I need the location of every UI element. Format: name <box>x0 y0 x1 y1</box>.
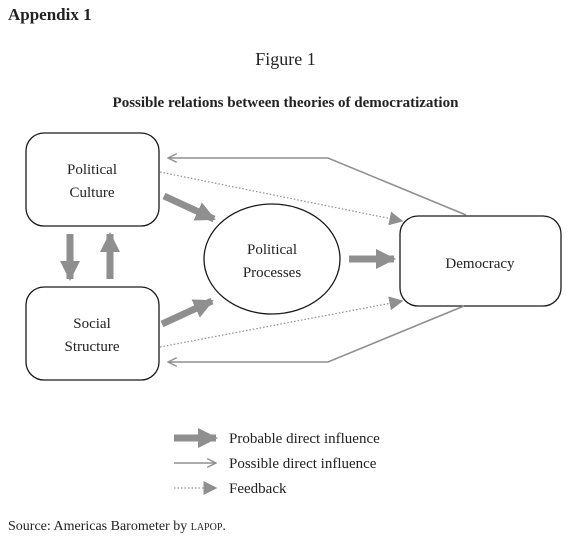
node-social-structure: Social Structure <box>25 286 160 381</box>
figure-number: Figure 1 <box>255 49 316 69</box>
source-suffix: . <box>222 519 226 534</box>
arrow-democracy-to-culture <box>168 158 467 216</box>
node-label: Democracy <box>445 256 515 272</box>
node-label: Political <box>247 242 297 258</box>
node-label: Processes <box>243 265 301 281</box>
arrow-structure-to-processes <box>160 297 214 328</box>
source-org: lapop <box>190 519 223 534</box>
legend: Probable direct influence Possible direc… <box>174 428 380 497</box>
legend-possible-label: Possible direct influence <box>229 456 377 472</box>
node-label: Political <box>67 162 117 178</box>
source-note: Source: Americas Barometer by lapop. <box>8 519 226 535</box>
node-political-processes: Political Processes <box>203 203 341 315</box>
node-political-culture: Political Culture <box>25 132 160 227</box>
node-label: Social <box>73 316 111 332</box>
node-label: Culture <box>70 185 115 201</box>
source-prefix: Source: Americas Barometer by <box>8 519 191 534</box>
node-label: Structure <box>65 339 120 355</box>
arrow-culture-to-processes <box>162 192 216 223</box>
legend-feedback-label: Feedback <box>229 481 287 497</box>
legend-probable-label: Probable direct influence <box>229 431 380 447</box>
arrow-democracy-to-structure <box>168 305 465 362</box>
arrow-feedback-structure-to-democracy <box>159 296 404 348</box>
appendix-heading: Appendix 1 <box>8 5 92 24</box>
node-democracy: Democracy <box>399 215 562 307</box>
figure-title: Possible relations between theories of d… <box>112 95 459 111</box>
arrow-feedback-culture-to-democracy <box>159 171 404 226</box>
